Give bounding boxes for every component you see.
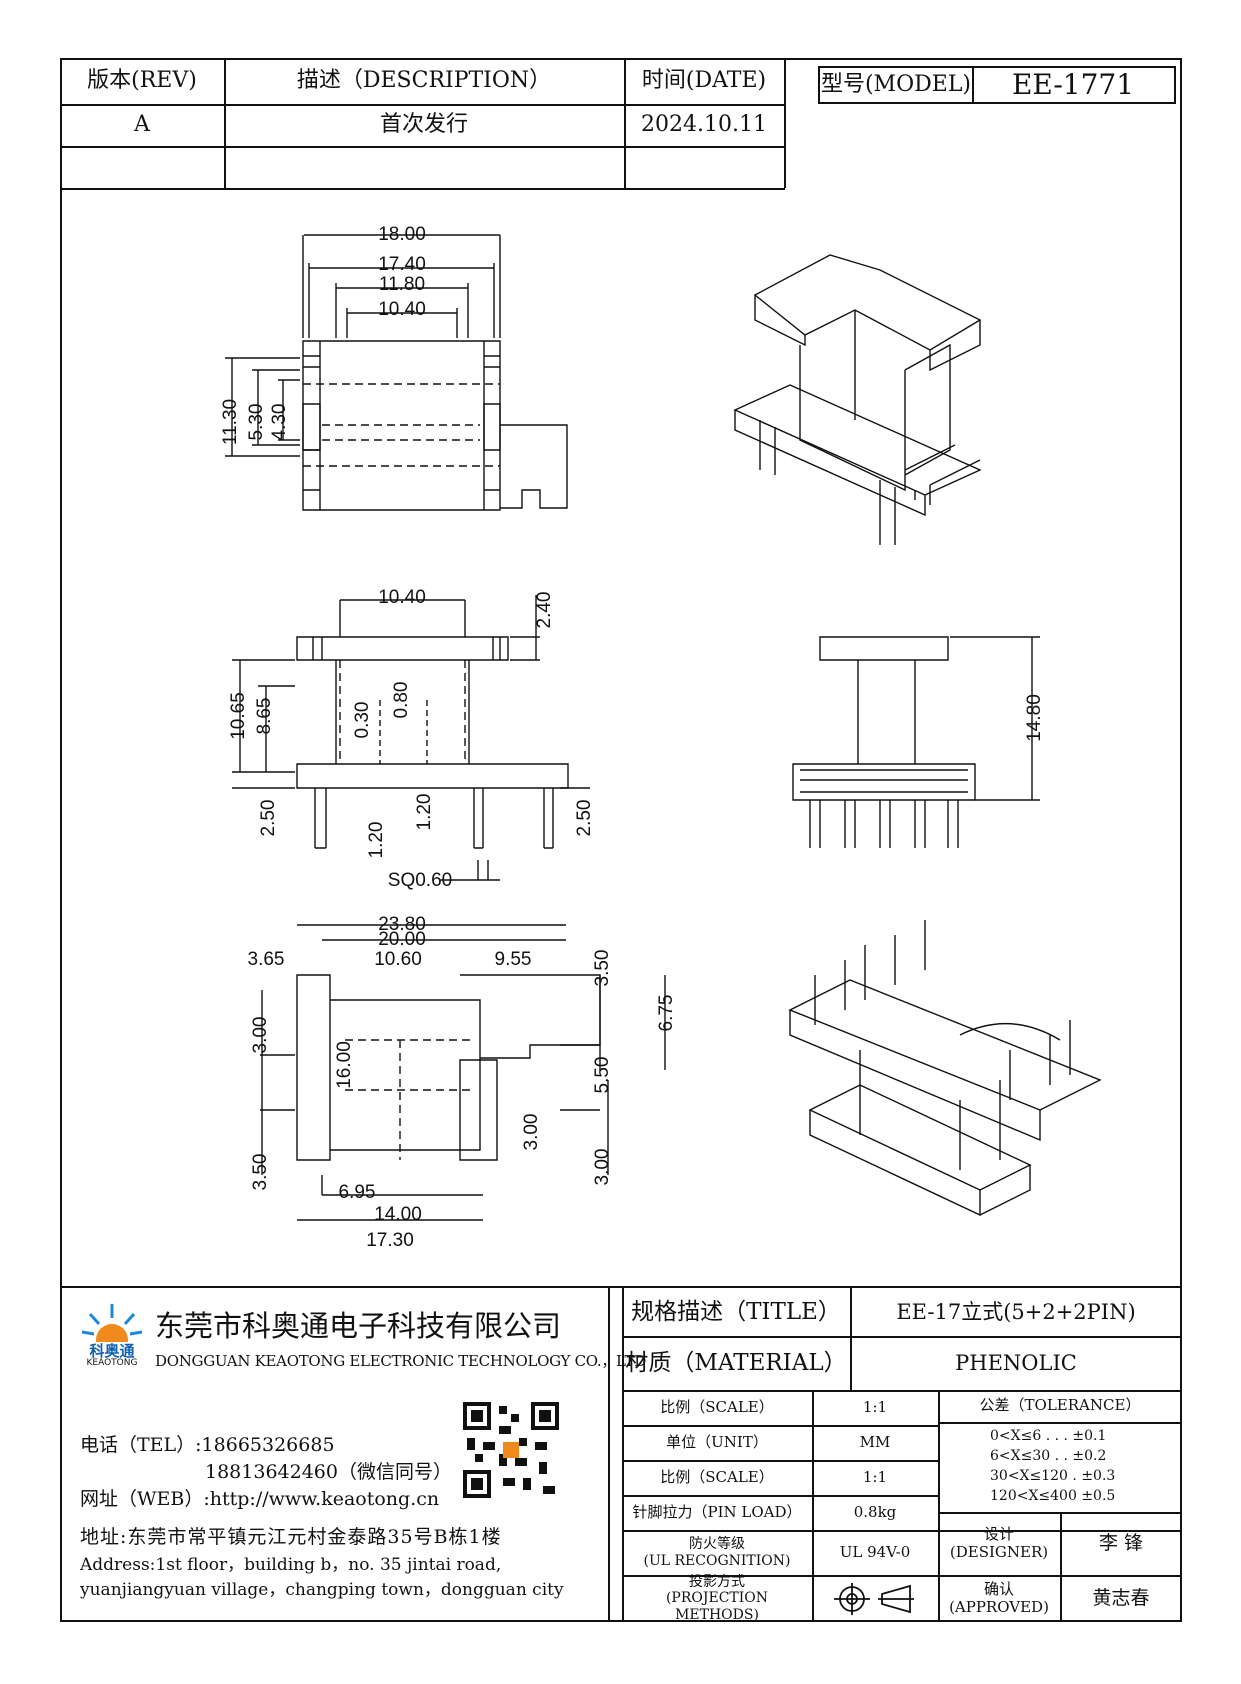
tolerance-row: 6<X≤30 . . ±0.2 xyxy=(990,1448,1107,1464)
date-header: 时间(DATE) xyxy=(641,68,767,94)
dim-front-10.40: 10.40 xyxy=(378,587,426,608)
approved-label: 确认 (APPROVED) xyxy=(949,1580,1049,1616)
designer-name: 李 锋 xyxy=(1098,1531,1144,1554)
dim-4.30: 4.30 xyxy=(269,404,290,441)
dim-5.50: 5.50 xyxy=(592,1057,613,1094)
tolerance-row: 30<X≤120 . ±0.3 xyxy=(990,1468,1116,1484)
scale-label-2: 比例（SCALE） xyxy=(660,1467,774,1486)
title-label: 规格描述（TITLE） xyxy=(631,1298,841,1325)
address-en-1: Address:1st floor，building b，no. 35 jint… xyxy=(80,1555,502,1575)
dim-3.00-right: 3.00 xyxy=(592,1149,613,1186)
drawing-frame xyxy=(60,58,1182,1622)
ul-value: UL 94V-0 xyxy=(839,1542,911,1561)
top-view xyxy=(225,235,568,511)
logo-sub: KEAOTONG xyxy=(86,1358,138,1368)
designer-label: 设计 (DESIGNER) xyxy=(949,1525,1049,1561)
model-box: 型号(MODEL) EE-1771 xyxy=(818,66,1176,104)
dim-9.55: 9.55 xyxy=(495,949,532,970)
technical-drawing: 18.00 17.40 11.80 10.40 11.30 5.30 4.30 … xyxy=(220,224,1102,1251)
dim-8.65: 8.65 xyxy=(254,698,275,735)
description-value: 首次发行 xyxy=(379,112,468,138)
isometric-view-top xyxy=(733,254,982,545)
dim-10.65: 10.65 xyxy=(228,692,249,740)
dim-14.80: 14.80 xyxy=(1024,694,1045,742)
web-line: 网址（WEB）:http://www.keaotong.cn xyxy=(80,1488,440,1510)
dim-sq0.60: SQ0.60 xyxy=(388,870,452,891)
pin-load-value: 0.8kg xyxy=(853,1502,897,1521)
dim-6.75: 6.75 xyxy=(656,995,677,1032)
dim-3.50-bottom: 3.50 xyxy=(250,1154,271,1191)
dim-16.00: 16.00 xyxy=(334,1041,355,1089)
dim-10.40: 10.40 xyxy=(378,299,426,320)
rev-value: A xyxy=(134,112,150,138)
address-cn: 地址:东莞市常平镇元江元村金泰路35号B栋1楼 xyxy=(80,1526,502,1548)
company-name-en: DONGGUAN KEAOTONG ELECTRONIC TECHNOLOGY … xyxy=(155,1352,646,1370)
address-en-2: yuanjiangyuan village，changping town，don… xyxy=(80,1580,564,1600)
company-logo: 科奥通 KEAOTONG xyxy=(80,1300,144,1370)
qr-code-icon xyxy=(463,1402,559,1498)
model-label: 型号(MODEL) xyxy=(820,72,972,98)
tolerance-label: 公差（TOLERANCE） xyxy=(979,1396,1141,1415)
dim-10.60: 10.60 xyxy=(374,949,422,970)
dim-17.40: 17.40 xyxy=(378,254,426,275)
dim-1.20-b: 1.20 xyxy=(414,794,435,831)
dim-3.50-top: 3.50 xyxy=(592,950,613,987)
dim-0.80: 0.80 xyxy=(391,682,412,719)
material-label: 材质（MATERIAL） xyxy=(625,1349,847,1376)
description-header: 描述（DESCRIPTION） xyxy=(296,68,552,94)
dim-5.30: 5.30 xyxy=(246,404,267,441)
dim-11.80: 11.80 xyxy=(379,274,425,295)
date-value: 2024.10.11 xyxy=(641,112,767,138)
tolerance-list: 0<X≤6 . . . ±0.1 6<X≤30 . . ±0.2 30<X≤12… xyxy=(990,1426,1115,1506)
company-name-cn: 东莞市科奥通电子科技有限公司 xyxy=(155,1309,562,1343)
scale-label-1: 比例（SCALE） xyxy=(660,1397,774,1416)
dim-0.30: 0.30 xyxy=(352,702,373,739)
tel-line-1: 电话（TEL）:18665326685 xyxy=(80,1434,335,1456)
dim-3.00-left: 3.00 xyxy=(250,1017,271,1054)
logo-text: 科奥通 xyxy=(89,1342,135,1360)
unit-label: 单位（UNIT） xyxy=(666,1432,768,1451)
title-value: EE-17立式(5+2+2PIN) xyxy=(896,1299,1136,1324)
dim-3.00-mid: 3.00 xyxy=(521,1114,542,1151)
dim-2.50-left: 2.50 xyxy=(258,800,279,837)
approved-name: 黄志春 xyxy=(1092,1586,1150,1609)
projection-symbol-icon xyxy=(834,1583,914,1615)
dim-1.20-a: 1.20 xyxy=(366,822,387,859)
dim-6.95: 6.95 xyxy=(339,1182,376,1203)
isometric-view-bottom xyxy=(788,920,1102,1217)
dim-11.30: 11.30 xyxy=(220,399,241,445)
unit-value: MM xyxy=(859,1432,891,1451)
tel-line-2: 18813642460（微信同号） xyxy=(205,1461,452,1483)
side-view xyxy=(792,636,1040,848)
tolerance-row: 120<X≤400 ±0.5 xyxy=(990,1488,1116,1504)
sun-logo-icon xyxy=(81,1304,143,1356)
projection-label: 投影方式 (PROJECTION METHODS) xyxy=(665,1574,769,1623)
rev-header: 版本(REV) xyxy=(87,68,197,94)
dim-2.50-right: 2.50 xyxy=(574,800,595,837)
dim-20.00: 20.00 xyxy=(378,929,426,950)
dim-14.00: 14.00 xyxy=(374,1204,422,1225)
ul-label: 防火等级 (UL RECOGNITION) xyxy=(643,1536,791,1569)
tolerance-row: 0<X≤6 . . . ±0.1 xyxy=(990,1428,1107,1444)
dim-17.30: 17.30 xyxy=(366,1230,414,1251)
pin-load-label: 针脚拉力（PIN LOAD） xyxy=(632,1502,802,1521)
scale-value-1: 1:1 xyxy=(862,1397,888,1416)
dim-2.40: 2.40 xyxy=(534,592,555,629)
dim-3.65: 3.65 xyxy=(248,949,285,970)
dim-23.80: 23.80 xyxy=(378,914,426,935)
scale-value-2: 1:1 xyxy=(862,1467,888,1486)
front-view xyxy=(232,595,590,881)
bottom-view xyxy=(260,924,666,1221)
model-value: EE-1771 xyxy=(1011,67,1135,101)
material-value: PHENOLIC xyxy=(955,1350,1077,1375)
